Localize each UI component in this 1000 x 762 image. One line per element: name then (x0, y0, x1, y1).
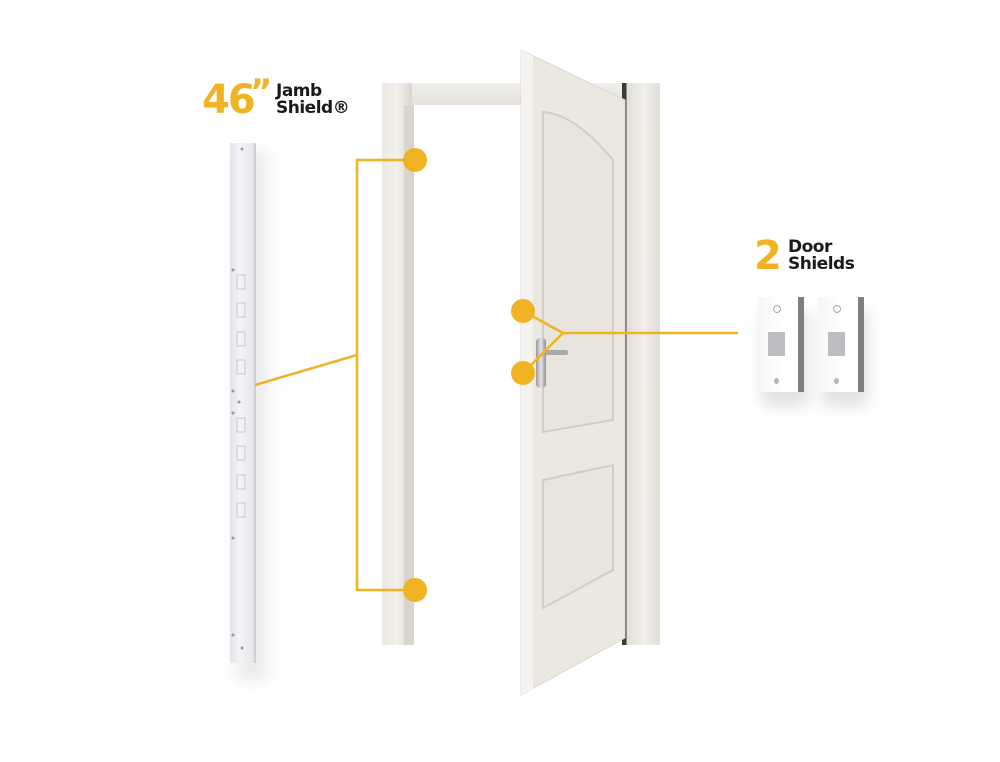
door-handle-icon (536, 338, 546, 388)
jamb-shield-product (230, 143, 268, 681)
inch-mark: ” (250, 72, 272, 112)
door-panel (520, 50, 626, 696)
jamb-title-line1: Jamb (276, 81, 322, 101)
door-shield-product-2 (818, 297, 864, 392)
lever-icon (544, 350, 568, 355)
door-title-line1: Door (788, 237, 832, 257)
jamb-count: 46 (202, 77, 256, 123)
door-title-line2: Shields (788, 254, 855, 274)
strike-holes-icon (231, 147, 246, 650)
jamb-title-line2: Shield® (276, 98, 350, 118)
door-shield-count: 2 (754, 233, 782, 279)
door-shield-product-1 (758, 297, 804, 392)
